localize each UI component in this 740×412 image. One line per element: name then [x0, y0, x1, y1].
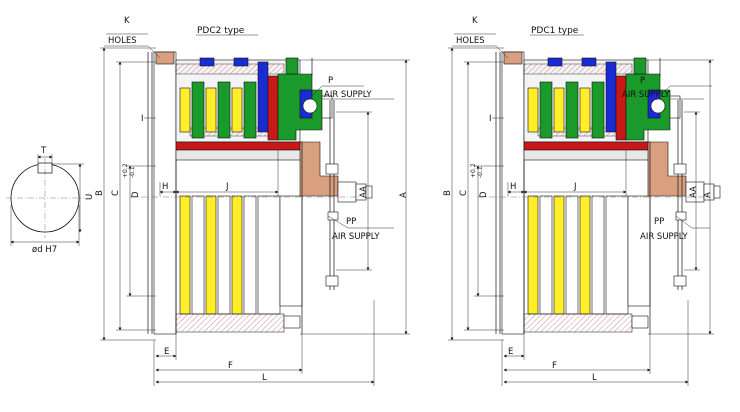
pdc1-dim-d: D: [479, 191, 489, 198]
pdc1-dim-e: E: [508, 347, 513, 357]
bore-label: ød H7: [32, 245, 57, 255]
pdc2-title: PDC2 type: [197, 26, 245, 36]
pdc1-dim-c: C: [459, 190, 469, 196]
pdc2-air-pp: PP: [346, 217, 356, 227]
pdc1-air-p-text: AIR SUPPLY: [622, 90, 670, 100]
key-width-label: T: [40, 146, 47, 156]
pdc1-dim-a: A: [703, 192, 713, 198]
pdc2-dim-d: D: [131, 191, 141, 198]
pdc1-dim-h: H: [510, 182, 516, 192]
pdc1-dim-aa: AA: [689, 186, 699, 198]
pdc1-tol-upper: +0.2: [470, 163, 477, 178]
pdc2-tol-upper: +0.2: [122, 163, 129, 178]
pdc2-dim-i: I: [141, 114, 144, 124]
pdc1-air-pp-text: AIR SUPPLY: [640, 232, 688, 242]
pdc2-dim-e: E: [164, 347, 169, 357]
pdc2-dim-l: L: [262, 373, 267, 383]
shaft-section: [6, 154, 84, 246]
pdc2-air-pp-text: AIR SUPPLY: [332, 232, 380, 242]
pdc1-dim-j: J: [573, 182, 577, 192]
pdc1-dim-i: I: [489, 114, 492, 124]
pdc1-dim-f: F: [552, 361, 557, 371]
key-height-label: U: [85, 194, 95, 200]
pdc2-dim-h: H: [162, 182, 168, 192]
pdc1-dim-l: L: [592, 373, 597, 383]
pdc1-air-pp: PP: [654, 217, 664, 227]
pdc2-air-p-text: AIR SUPPLY: [324, 90, 372, 100]
pdc2-view: [100, 33, 410, 386]
pdc2-tol-lower: -0.1: [129, 166, 136, 178]
pdc1-dim-b: B: [443, 190, 453, 196]
pdc2-air-p: P: [328, 76, 333, 86]
pdc2-dim-b: B: [95, 190, 105, 196]
pdc1-title: PDC1 type: [531, 26, 579, 36]
pdc1-holes-word: HOLES: [456, 36, 485, 46]
pdc1-holes-k: K: [472, 16, 478, 26]
pdc2-dim-f: F: [228, 361, 233, 371]
pdc2-dim-aa: AA: [359, 186, 369, 198]
pdc1-view: [448, 33, 721, 386]
pdc2-dim-a: A: [399, 192, 409, 198]
pdc2-dim-c: C: [111, 190, 121, 196]
pdc2-dim-j: J: [225, 182, 229, 192]
pdc1-tol-lower: -0.1: [477, 166, 484, 178]
pdc2-holes-word: HOLES: [108, 36, 137, 46]
pdc2-holes-k: K: [124, 16, 130, 26]
pdc1-air-p: P: [640, 76, 645, 86]
